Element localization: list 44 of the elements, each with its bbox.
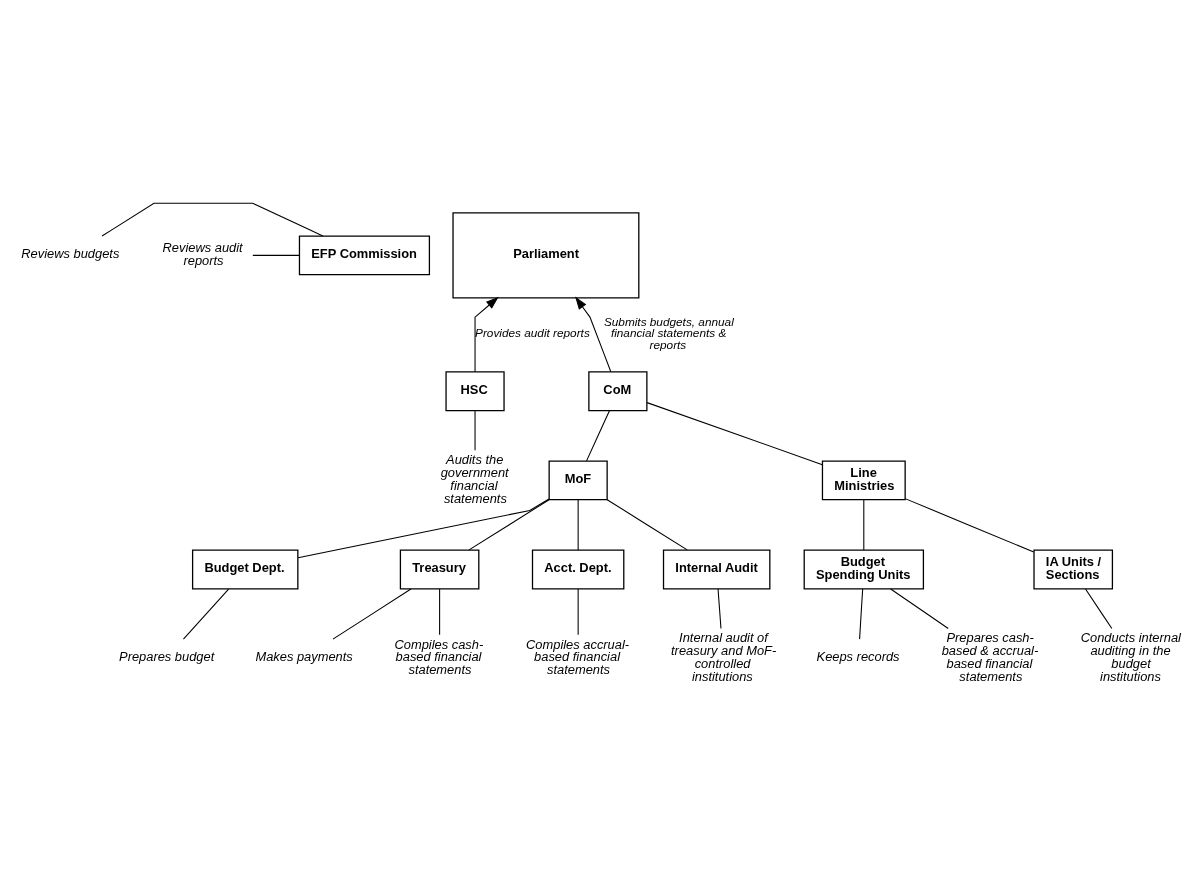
connector (890, 588, 949, 630)
node-text: Compiles accrual-based financial statements (526, 636, 630, 678)
connector (586, 410, 610, 462)
node-text: Internal audit of treasury and MoF-controlled institutions (671, 630, 777, 684)
node-text: Keeps records (816, 648, 900, 664)
connector (577, 588, 579, 636)
connector (577, 499, 579, 551)
connector (904, 498, 1035, 553)
edge-label: Submits budgets, annual financial statements & reports (603, 314, 734, 353)
node-box: EFP Commission (298, 235, 431, 276)
node-box: Line Ministries (821, 460, 906, 501)
node-box: IA Units / Sections (1033, 549, 1114, 590)
node-box: Budget Spending Units (803, 549, 925, 590)
arrow (575, 296, 612, 373)
node-box: Treasury (399, 549, 480, 590)
connector (332, 588, 412, 640)
node-text: Prepares cash-based & accrual-based financial statements (941, 630, 1039, 684)
connector (646, 402, 823, 466)
connector (863, 499, 865, 551)
connector (717, 588, 722, 630)
connector (468, 499, 550, 551)
connector (101, 202, 324, 237)
connector (859, 588, 864, 640)
node-text: Audits the government financial statements (440, 451, 509, 506)
node-text: Conducts internal auditing in the budget institutions (1080, 630, 1181, 684)
node-text: Makes payments (255, 648, 353, 664)
node-box: MoF (548, 460, 608, 501)
connector (252, 254, 300, 256)
connector (474, 410, 476, 451)
node-text: Reviews budgets (21, 245, 120, 261)
connector (182, 588, 230, 640)
node-box: HSC (445, 371, 505, 412)
connector (606, 499, 688, 551)
node-text: Compiles cash-based financial statements (394, 636, 484, 678)
node-box: Acct. Dept. (531, 549, 625, 590)
connector (297, 498, 550, 559)
node-box: Budget Dept. (191, 549, 299, 590)
node-text: Reviews audit reports (162, 239, 243, 268)
node-text: Prepares budget (119, 648, 215, 664)
node-box: Internal Audit (662, 549, 771, 590)
connector (439, 588, 441, 636)
connector (1084, 588, 1113, 630)
node-box: CoM (588, 371, 648, 412)
node-box: Parliament (452, 212, 640, 299)
